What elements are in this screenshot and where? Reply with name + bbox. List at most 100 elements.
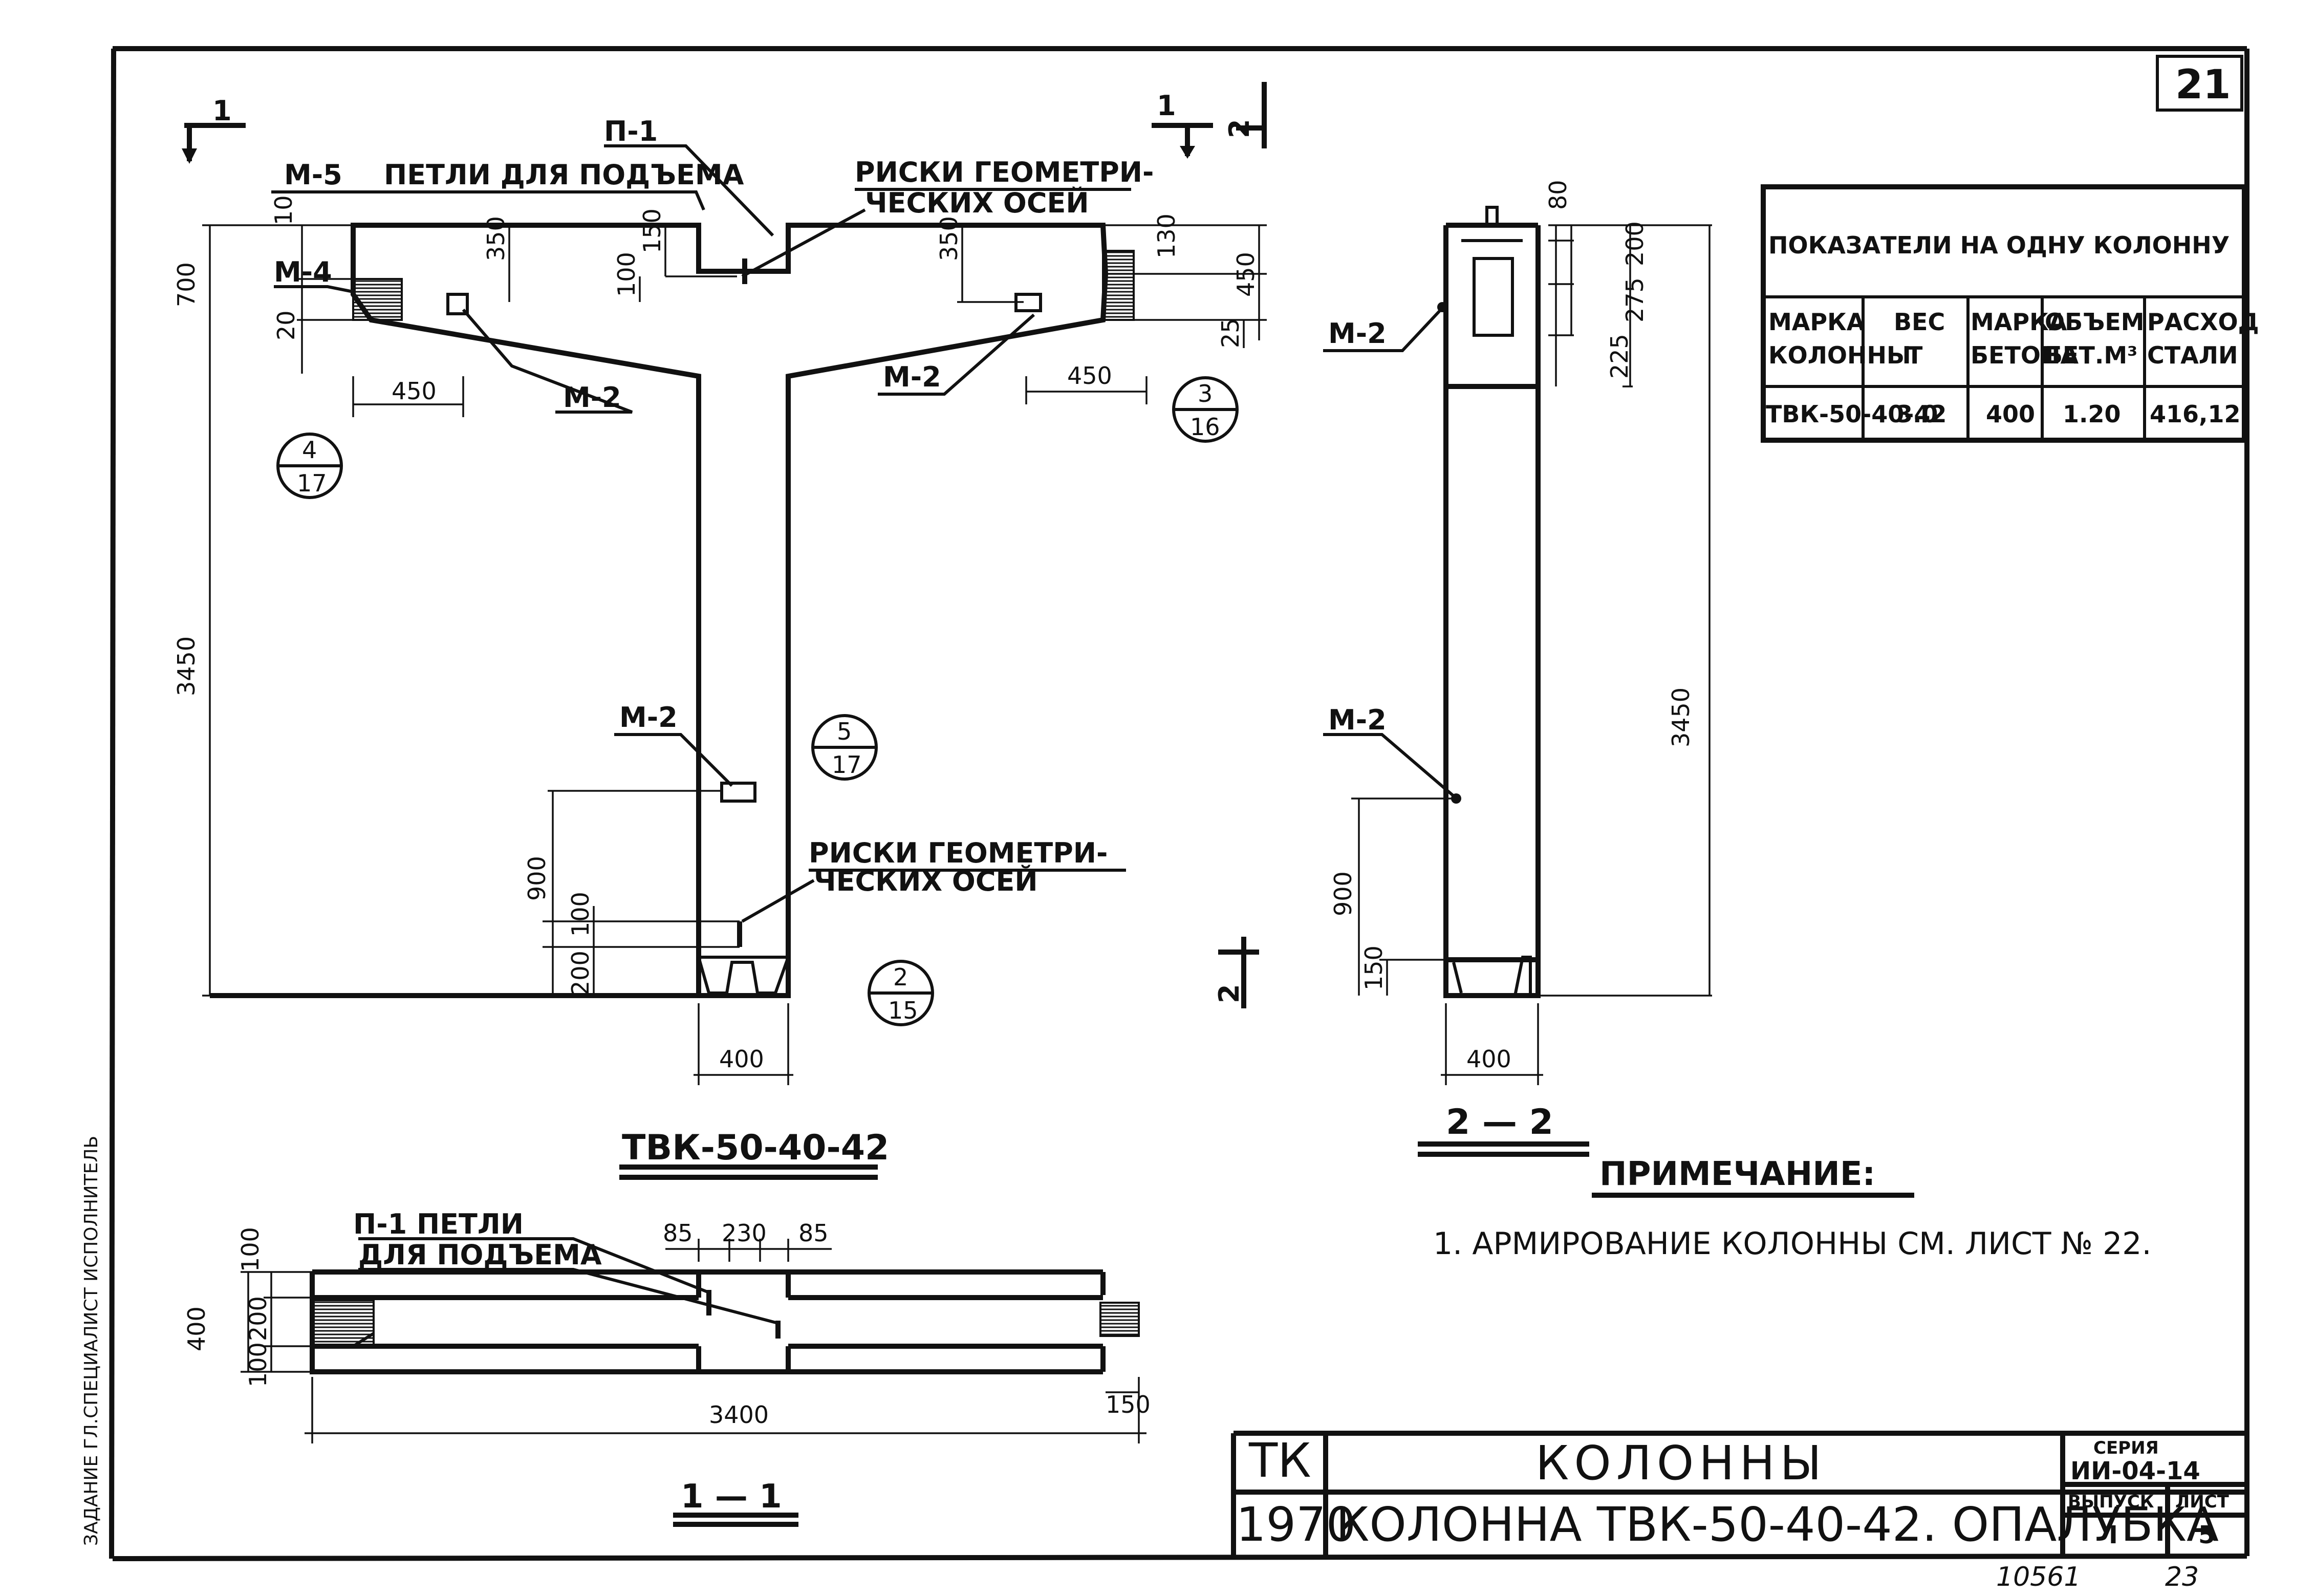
dim-900: 900 (523, 856, 551, 901)
title-block: ТК 1970 КОЛОННЫ КОЛОННА ТВК-50-40-42. ОП… (1231, 1431, 2247, 1556)
series-label: СЕРИЯ (2093, 1438, 2159, 1458)
footer-right-number: 23 (2165, 1562, 2199, 1592)
cell-steel: 416,12 (2150, 400, 2241, 428)
dim-400-1-1: 400 (183, 1306, 210, 1351)
label-m5: М-5 (284, 159, 342, 191)
label-m4: М-4 (274, 256, 332, 288)
svg-text:17: 17 (297, 469, 327, 497)
section-1-1-outline (310, 1269, 1106, 1374)
svg-text:3: 3 (1198, 380, 1213, 407)
svg-text:2: 2 (893, 963, 908, 991)
section-mark-1-left: 1 (212, 95, 232, 127)
section-mark-1-right: 1 (1157, 90, 1176, 122)
section-1-1: П-1 ПЕТЛИ ДЛЯ ПОДЪЕМА 85 230 85 100 200 … (183, 1208, 1151, 1527)
dim-350-left: 350 (482, 216, 510, 261)
dim-450-left: 450 (392, 377, 437, 405)
dim-200-1-1: 200 (244, 1296, 272, 1341)
note-title: ПРИМЕЧАНИЕ: (1599, 1155, 1875, 1193)
dim-85-a: 85 (663, 1219, 693, 1247)
series-value: ИИ-04-14 (2070, 1457, 2200, 1485)
cell-concrete: 400 (1986, 400, 2035, 428)
callout-5-17: 5 17 (811, 714, 878, 781)
main-view-title: ТВК-50-40-42 (622, 1128, 889, 1168)
header-concrete-2: БЕТОНА (1971, 341, 2079, 369)
dim-130: 130 (1153, 213, 1180, 258)
section-1-1-title: 1 — 1 (681, 1478, 782, 1516)
label-axes-top-1: РИСКИ ГЕОМЕТРИ- (855, 156, 1154, 188)
dim-450-vertical: 450 (1232, 252, 1260, 297)
label-p1-loops-2: ДЛЯ ПОДЪЕМА (358, 1239, 602, 1271)
dim-3400: 3400 (709, 1401, 769, 1429)
dim-400-2-2: 400 (1466, 1045, 1511, 1073)
dim-900-2-2: 900 (1329, 871, 1357, 916)
cell-mark: ТВК-50-40-42 (1766, 400, 1946, 428)
dim-100-low: 100 (567, 892, 594, 937)
dim-25: 25 (1217, 318, 1244, 348)
section-2-2: М-2 М-2 80 200 275 225 3450 900 150 400 … (1323, 180, 1712, 1157)
title-block-year: 1970 (1236, 1497, 1356, 1552)
dim-3450-2-2: 3450 (1667, 687, 1695, 747)
header-mark-2: КОЛОННЫ (1768, 341, 1911, 369)
dim-80: 80 (1544, 180, 1572, 210)
sheet-value: 5 (2198, 1521, 2215, 1549)
dim-100-1-1: 100 (236, 1227, 264, 1272)
sheet-frame (109, 46, 2249, 1561)
label-axes-top-2: ЧЕСКИХ ОСЕЙ (865, 187, 1089, 219)
label-m2-low-2-2: М-2 (1328, 704, 1387, 736)
dim-85-b: 85 (798, 1219, 829, 1247)
dim-700: 700 (172, 262, 200, 307)
svg-text:5: 5 (837, 718, 852, 745)
title-block-code: ТК (1248, 1433, 1311, 1488)
dim-150-1-1: 150 (1106, 1391, 1151, 1418)
page-number: 21 (2175, 62, 2231, 108)
label-m2-top-2-2: М-2 (1328, 317, 1387, 350)
dim-200-2-2: 200 (1621, 221, 1649, 266)
footer-left-number: 10561 (1996, 1562, 2081, 1592)
title-block-title: КОЛОННЫ (1535, 1436, 1827, 1491)
label-loops: ПЕТЛИ ДЛЯ ПОДЪЕМА (384, 159, 744, 191)
header-mark-1: МАРКА (1768, 308, 1865, 336)
section-mark-2-top: 2 (1223, 119, 1256, 138)
issue-value: I (2109, 1521, 2118, 1549)
svg-text:4: 4 (302, 436, 317, 464)
dim-150: 150 (638, 208, 666, 253)
note-text: 1. АРМИРОВАНИЕ КОЛОННЫ СМ. ЛИСТ № 22. (1433, 1226, 2152, 1262)
dim-230: 230 (722, 1219, 767, 1247)
side-stamp: ЗАДАНИЕ ГЛ.СПЕЦИАЛИСТ ИСПОЛНИТЕЛЬ (81, 1136, 102, 1546)
cell-weight: 3.0 (1896, 400, 1938, 428)
header-weight-1: ВЕС (1894, 308, 1945, 336)
callout-2-15: 2 15 (868, 960, 934, 1026)
indicators-title: ПОКАЗАТЕЛИ НА ОДНУ КОЛОННУ (1768, 231, 2230, 259)
dim-3450: 3450 (172, 636, 200, 696)
callout-4-17: 4 17 (276, 433, 343, 499)
section-mark-2-bottom: 2 (1213, 984, 1245, 1003)
dim-20: 20 (272, 310, 300, 340)
cell-volume: 1.20 (2063, 400, 2121, 428)
header-volume-1: ОБЪЕМ (2045, 308, 2145, 336)
indicators-table: ПОКАЗАТЕЛИ НА ОДНУ КОЛОННУ МАРКА КОЛОННЫ… (1761, 184, 2259, 443)
dim-10: 10 (270, 195, 297, 225)
callout-3-16: 3 16 (1172, 376, 1239, 443)
title-block-subtitle: КОЛОННА ТВК-50-40-42. ОПАЛУБКА (1336, 1497, 2219, 1552)
section-2-2-outline (1443, 223, 1541, 998)
issue-label: ВЫПУСК (2068, 1492, 2154, 1512)
header-steel-1: РАСХОД (2147, 308, 2259, 336)
dim-200: 200 (567, 951, 594, 996)
label-m2-lower: М-2 (619, 701, 678, 734)
label-p1-loops-1: П-1 ПЕТЛИ (353, 1208, 524, 1240)
note: ПРИМЕЧАНИЕ: 1. АРМИРОВАНИЕ КОЛОННЫ СМ. Л… (1433, 1155, 2152, 1262)
dim-400: 400 (719, 1045, 764, 1073)
header-weight-2: Т (1907, 341, 1923, 369)
dim-100b-1-1: 100 (244, 1342, 272, 1387)
header-steel-2: СТАЛИ (2147, 341, 2238, 369)
label-axes-bot-1: РИСКИ ГЕОМЕТРИ- (809, 837, 1108, 869)
dim-100: 100 (613, 252, 640, 297)
section-2-2-title: 2 — 2 (1446, 1102, 1553, 1142)
main-view: 1 1 2 2 М-5 ПЕТЛИ ДЛЯ ПОДЪЕМА П-1 РИСКИ … (172, 82, 1267, 1180)
dim-225: 225 (1606, 334, 1633, 379)
svg-text:15: 15 (888, 997, 918, 1024)
dim-150-2-2: 150 (1360, 945, 1388, 990)
svg-text:17: 17 (832, 751, 862, 779)
label-m2-left: М-2 (563, 381, 621, 414)
